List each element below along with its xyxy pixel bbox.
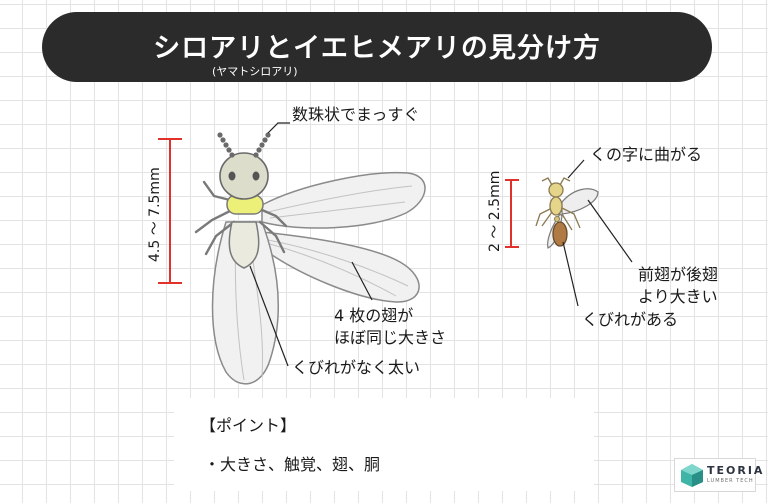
- ant-size-bracket: [505, 179, 519, 248]
- termite-head: [219, 152, 269, 200]
- point-item: ・大きさ、触覚、翅、胴: [204, 455, 381, 474]
- ant-antenna-leader: [567, 159, 585, 179]
- logo-sub: LUMBER TECH: [707, 478, 754, 484]
- ant-waist-label: くびれがある: [582, 310, 679, 329]
- ant-wings-label-line1: 前翅が後翅: [638, 265, 719, 284]
- page-title: シロアリとイエヒメアリの見分け方: [153, 33, 601, 64]
- point-heading: 【ポイント】: [200, 416, 297, 435]
- termite-size-bracket: [158, 138, 182, 284]
- teoria-logo: TEORIA LUMBER TECH: [674, 458, 762, 492]
- termite-wings-label-line1: 4 枚の翅が: [334, 306, 414, 325]
- ant-fore-wing: [561, 188, 599, 215]
- termite-illustration: [158, 122, 426, 385]
- ant-waist-leader: [562, 241, 579, 307]
- ant-wing-leader: [587, 199, 633, 263]
- ant-head: [548, 182, 564, 198]
- termite-wing-leader: [351, 261, 373, 301]
- ant-abdomen: [552, 221, 568, 247]
- ant-illustration: [505, 159, 633, 307]
- termite-abdomen: [228, 221, 260, 269]
- termite-antenna-label: 数珠状でまっすぐ: [292, 105, 420, 124]
- termite-antenna-leader: [267, 122, 290, 134]
- point-box: 【ポイント】 ・大きさ、触覚、翅、胴: [174, 398, 594, 491]
- logo-name: TEORIA: [707, 464, 765, 477]
- termite-right-upper-wing: [261, 171, 426, 229]
- ant-wings-label-line2: より大きい: [638, 287, 718, 306]
- termite-wings-label-line2: ほぼ同じ大きさ: [334, 328, 447, 347]
- termite-right-lower-wing: [261, 231, 420, 303]
- termite-size-label: 4.5 ～ 7.5mm: [147, 167, 163, 262]
- title-bar: シロアリとイエヒメアリの見分け方 (ヤマトシロアリ): [42, 12, 712, 82]
- ant-size-label: 2 ～ 2.5mm: [487, 170, 503, 252]
- ant-antenna-label: くの字に曲がる: [590, 145, 703, 164]
- termite-waist-label: くびれがなく太い: [292, 358, 421, 377]
- page-subtitle: (ヤマトシロアリ): [212, 65, 298, 78]
- ant-thorax: [549, 196, 563, 216]
- logo-mark-icon: [681, 464, 703, 487]
- termite-waist-leader: [249, 265, 289, 367]
